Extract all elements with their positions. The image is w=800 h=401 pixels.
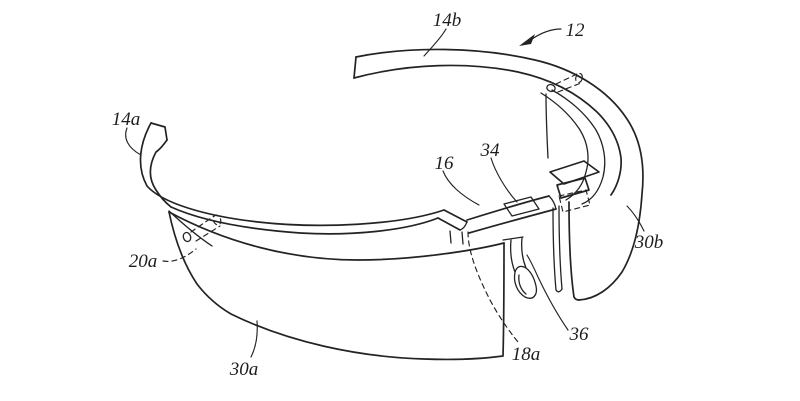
ref-label-12: 12	[566, 20, 586, 41]
band-silhouette	[355, 48, 644, 301]
sensor-window	[503, 196, 540, 217]
arrow-tail	[531, 28, 562, 40]
band-end-cap	[353, 56, 357, 79]
leader-30b	[626, 205, 645, 232]
leader-14a	[125, 127, 142, 156]
assembly-pointer	[519, 28, 562, 46]
leader-16	[442, 170, 480, 206]
right-pin-hidden-line-b	[557, 82, 582, 93]
ref-label-34: 34	[480, 140, 501, 161]
right-hinge-tab-lower	[556, 177, 590, 199]
right-lens-inner-edge	[568, 201, 580, 301]
band-front-junction	[545, 93, 549, 159]
hinge-step-face	[459, 221, 468, 231]
right-hinge-pin	[546, 83, 556, 93]
hinge-drop-line-b	[461, 231, 464, 245]
left-hinge-pin	[182, 231, 192, 243]
right-lens-nose-edge-a	[552, 207, 557, 291]
ref-label-16: 16	[435, 153, 455, 174]
band-inner-rim-inner	[540, 92, 589, 201]
leader-34	[490, 157, 518, 203]
nose-pad-stem-right	[520, 237, 527, 269]
right-temple-band	[353, 48, 644, 301]
leader-36	[526, 254, 569, 331]
arm-tip-cap	[150, 122, 168, 141]
hidden-sensor-window	[558, 189, 591, 213]
band-bottom-edge	[170, 206, 439, 235]
arm-outer-band-top-edge	[139, 122, 445, 227]
band-lower-edge	[353, 64, 622, 196]
left-temple-arm-and-band	[139, 122, 445, 247]
ref-label-36: 36	[569, 324, 590, 345]
front-band-top-edge	[466, 195, 550, 221]
right-pin-hidden-line-a	[555, 73, 578, 85]
hinge-step-upper	[443, 209, 468, 223]
left-lens-outline	[168, 211, 505, 361]
nose-pad-bulb	[513, 265, 538, 299]
leader-30a	[250, 320, 258, 358]
arrow-head	[519, 34, 535, 46]
ref-label-14b: 14b	[433, 10, 462, 31]
right-pin-hidden-seat	[575, 72, 583, 84]
leader-14b	[423, 28, 447, 57]
center-hinge-and-sensor	[437, 189, 591, 245]
hinge-drop-line-a	[449, 230, 452, 244]
reference-numerals: 14b 12 14a 16 34 20a 30a 18a 36 30b	[112, 10, 664, 380]
left-lens	[168, 211, 505, 361]
ref-label-14a: 14a	[112, 109, 141, 130]
right-hinge-tab-upper	[549, 160, 600, 185]
right-lens-nose-edge-b	[558, 205, 563, 290]
arm-inner-edge	[149, 139, 172, 208]
ref-label-30a: 30a	[229, 359, 259, 380]
leader-lines	[125, 28, 645, 358]
ref-label-30b: 30b	[634, 232, 664, 253]
left-pin-hidden-line-b	[195, 225, 221, 242]
right-lens	[552, 201, 580, 301]
left-pin-hidden-seat	[212, 214, 222, 226]
ref-label-20a: 20a	[129, 251, 158, 272]
nose-pad-bulb-contour	[518, 274, 527, 295]
leader-20a	[162, 248, 197, 262]
band-inner-rim-outer	[551, 89, 606, 205]
ref-label-18a: 18a	[512, 344, 541, 365]
front-band-end-face	[548, 195, 557, 210]
bridge-underside-edge	[502, 236, 524, 241]
hinge-step-lower	[437, 217, 461, 231]
left-pin-hidden-line-a	[190, 215, 215, 233]
nose-bridge-and-pad	[467, 231, 538, 343]
nose-pad-stem-left	[509, 239, 516, 273]
right-lens-nose-edge-join	[555, 288, 563, 293]
front-band-bottom-edge	[468, 208, 557, 234]
left-lens-top-edge	[168, 211, 505, 261]
hidden-bridge-edge	[467, 231, 519, 343]
